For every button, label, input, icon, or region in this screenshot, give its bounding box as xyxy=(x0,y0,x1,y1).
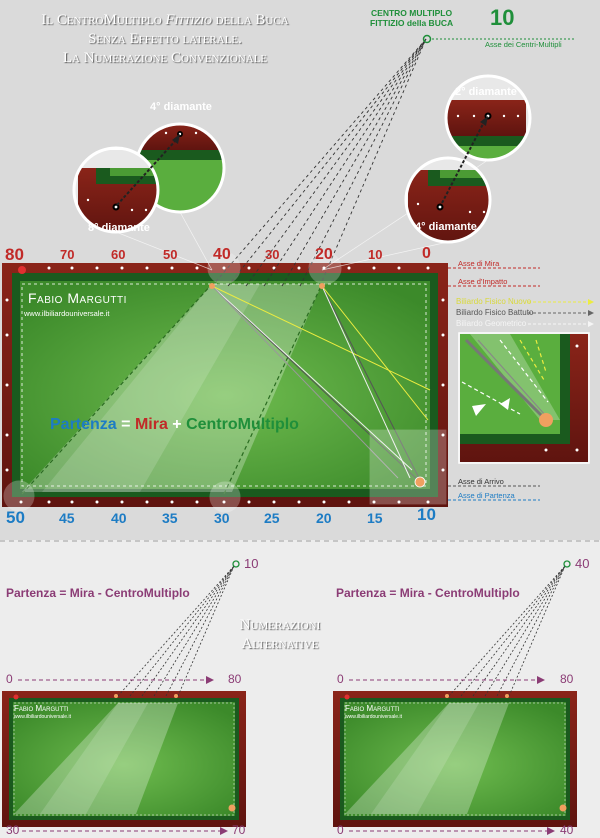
top-number-70: 70 xyxy=(60,247,75,262)
main-shot-lines xyxy=(211,285,431,483)
corner-highlight xyxy=(369,429,447,505)
zoom-circle-4-diamante-right xyxy=(404,156,492,244)
top-number-50: 50 xyxy=(163,247,178,262)
formula-alt-left: Partenza = Mira - CentroMultiplo xyxy=(6,586,190,600)
arrow-4-to-2 xyxy=(441,121,485,204)
bottom-number-50: 50 xyxy=(6,508,25,527)
right-top-end: 80 xyxy=(560,672,574,686)
left-url: www.ilbiliardouniversale.it xyxy=(14,714,71,720)
label-4-diamante-right: 4° diamante xyxy=(415,221,477,233)
highlight-30 xyxy=(209,481,241,513)
right-small-table xyxy=(333,560,577,835)
bottom-number-40: 40 xyxy=(111,510,127,526)
left-bot-start: 30 xyxy=(6,823,20,837)
right-url: www.ilbiliardouniversale.it xyxy=(345,714,402,720)
bottom-number-35: 35 xyxy=(162,510,178,526)
asse-centri-label: Asse dei Centri-Multipli xyxy=(485,40,562,49)
right-top-start: 0 xyxy=(337,672,344,686)
axis-lines xyxy=(448,267,540,501)
highlight-50 xyxy=(3,480,35,512)
main-line-left xyxy=(21,283,213,495)
left-bot-end: 70 xyxy=(232,823,246,837)
axis-partenza-label: Asse di Partenza xyxy=(458,491,515,500)
legend-nuovo: Biliardo Fisico Nuovo xyxy=(456,297,532,306)
brand-url: www.ilbiliardouniversale.it xyxy=(24,309,110,318)
left-small-table xyxy=(2,560,246,835)
axis-arrivo-label: Asse di Arrivo xyxy=(458,477,504,486)
top-number-60: 60 xyxy=(111,247,126,262)
top-number-10: 10 xyxy=(368,247,383,262)
formula-main: Partenza = Mira + CentroMultiplo xyxy=(50,416,299,433)
impact-ball-b xyxy=(319,283,325,289)
label-2-diamante: 2° diamante xyxy=(455,86,517,98)
top-number-80: 80 xyxy=(5,245,24,264)
axis-impatto-label: Asse d'Impatto xyxy=(458,277,508,286)
legend-lines xyxy=(528,301,588,325)
red-ball xyxy=(18,266,26,274)
legend-geometrico: Biliardo Geometrico xyxy=(456,319,527,328)
label-4-diamante: 4° diamante xyxy=(150,101,212,113)
main-line-right xyxy=(223,283,323,495)
top-number-0: 0 xyxy=(422,245,431,262)
impact-ball-a xyxy=(209,283,215,289)
main-table-inner-border xyxy=(21,283,427,487)
cm-label: CENTRO MULTIPLO FITTIZIO della BUCA xyxy=(370,8,454,28)
highlight-20 xyxy=(308,251,342,285)
right-brand: Fabio Margutti xyxy=(345,704,400,713)
page-title: Il CentroMultiplo Fittizio della Buca Se… xyxy=(41,12,289,66)
bottom-number-25: 25 xyxy=(264,510,280,526)
zoom-circle-8-diamante xyxy=(72,146,160,234)
bottom-number-30: 30 xyxy=(214,510,230,526)
left-top-end: 80 xyxy=(228,672,242,686)
main-table-diamonds xyxy=(5,266,445,504)
arrowhead-8-to-4 xyxy=(172,134,180,144)
formula-alt-right: Partenza = Mira - CentroMultiplo xyxy=(336,586,520,600)
right-bot-start: 0 xyxy=(337,823,344,837)
main-table-zone-a xyxy=(22,284,322,492)
left-top-start: 0 xyxy=(6,672,13,686)
right-bot-end: 40 xyxy=(560,823,574,837)
bottom-number-15: 15 xyxy=(367,510,383,526)
top-number-20: 20 xyxy=(315,246,333,263)
top-number-30: 30 xyxy=(265,247,280,262)
left-brand: Fabio Margutti xyxy=(14,704,69,713)
highlight-40 xyxy=(207,251,241,285)
cm-marker xyxy=(422,34,432,44)
bottom-number-10: 10 xyxy=(417,505,436,524)
main-table-cloth xyxy=(20,281,430,489)
main-cm-lines xyxy=(211,38,427,287)
arrowhead-4-to-2 xyxy=(480,116,488,126)
bottom-number-20: 20 xyxy=(316,510,332,526)
legend-arrowheads xyxy=(588,299,594,327)
bottom-number-45: 45 xyxy=(59,510,75,526)
left-cm-value: 10 xyxy=(244,556,259,571)
detail-inset xyxy=(458,332,590,464)
alt-title: Numerazioni Alternative xyxy=(239,617,321,652)
brand-name: Fabio Margutti xyxy=(28,290,127,306)
right-cm-value: 40 xyxy=(575,556,590,571)
cm-value: 10 xyxy=(490,5,515,30)
main-table-zone-b xyxy=(42,284,260,492)
zoom-circle-2-diamante xyxy=(444,74,532,162)
top-number-40: 40 xyxy=(213,246,231,263)
axis-mira-label: Asse di Mira xyxy=(458,259,500,268)
label-8-diamante: 8° diamante xyxy=(88,222,150,234)
legend-battuto: Biliardo Fisico Battuto xyxy=(456,308,534,317)
arrival-ball xyxy=(414,476,426,488)
